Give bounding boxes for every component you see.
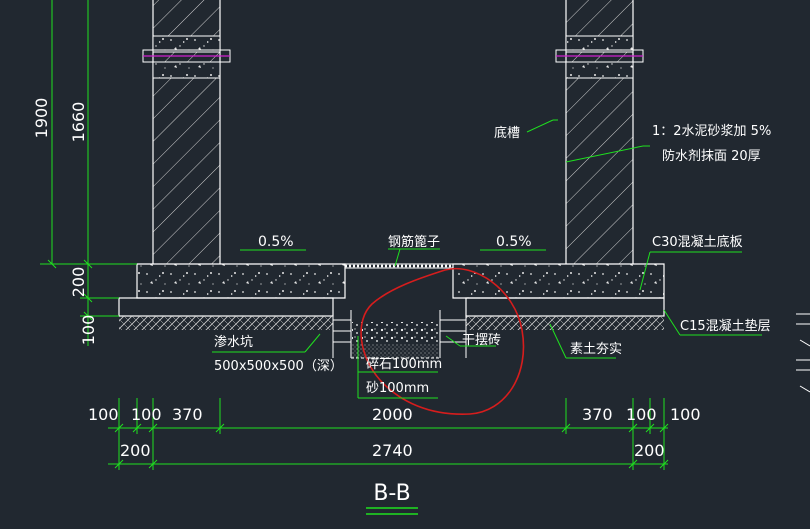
dim-1900: 1900 xyxy=(32,98,51,139)
compacted-soil xyxy=(119,316,664,330)
dim-row1-7: 100 xyxy=(670,405,701,424)
label-skirting: 底槽 xyxy=(494,125,520,141)
title-underline xyxy=(366,507,418,515)
label-c15: C15混凝土垫层 xyxy=(680,318,771,334)
label-compacted-soil: 素土夯实 xyxy=(570,342,622,357)
right-wall xyxy=(555,0,644,264)
dim-row2-3: 200 xyxy=(634,441,665,460)
dim-row1-4: 2000 xyxy=(372,405,413,424)
c30-slab xyxy=(136,263,665,299)
dim-row2-2: 2740 xyxy=(372,441,413,460)
bottom-dimension-row2: 200 2740 200 xyxy=(120,441,665,460)
dim-1660: 1660 xyxy=(69,102,88,143)
label-c30: C30混凝土底板 xyxy=(652,234,743,250)
left-wall xyxy=(142,0,231,264)
slope-left: 0.5% xyxy=(258,234,294,250)
dim-row1-3: 370 xyxy=(172,405,203,424)
slope-right: 0.5% xyxy=(496,234,532,250)
dim-row1-5: 370 xyxy=(582,405,613,424)
bottom-dimension-lines xyxy=(108,398,669,470)
leader-lines xyxy=(212,119,762,399)
vertical-dimensions xyxy=(40,0,137,346)
c15-cushion xyxy=(118,297,665,317)
bottom-dimension-row1: 100 100 370 2000 370 100 100 xyxy=(88,405,701,424)
edge-fragment xyxy=(796,313,810,393)
dim-row1-2: 100 xyxy=(131,405,162,424)
red-markup-circle xyxy=(360,267,525,415)
label-dry-brick: 干摆砖 xyxy=(462,333,501,348)
label-mortar-line2: 防水剂抹面 20厚 xyxy=(662,148,761,164)
label-sand: 砂100mm xyxy=(366,381,429,396)
dim-row1-6: 100 xyxy=(626,405,657,424)
label-sump-name: 渗水坑 xyxy=(214,335,253,350)
label-gravel: 碎石100mm xyxy=(366,357,442,372)
sump-pit xyxy=(332,298,467,359)
label-mortar-line1: 1：2水泥砂浆加 5% xyxy=(652,124,771,139)
dim-100-vertical: 100 xyxy=(79,315,98,346)
dim-row1-1: 100 xyxy=(88,405,119,424)
section-title: B-B xyxy=(373,481,410,506)
dim-row2-1: 200 xyxy=(120,441,151,460)
label-sump-size: 500x500x500（深） xyxy=(214,359,343,374)
dim-200-vertical: 200 xyxy=(69,267,88,298)
label-grate: 钢筋篦子 xyxy=(388,234,440,250)
